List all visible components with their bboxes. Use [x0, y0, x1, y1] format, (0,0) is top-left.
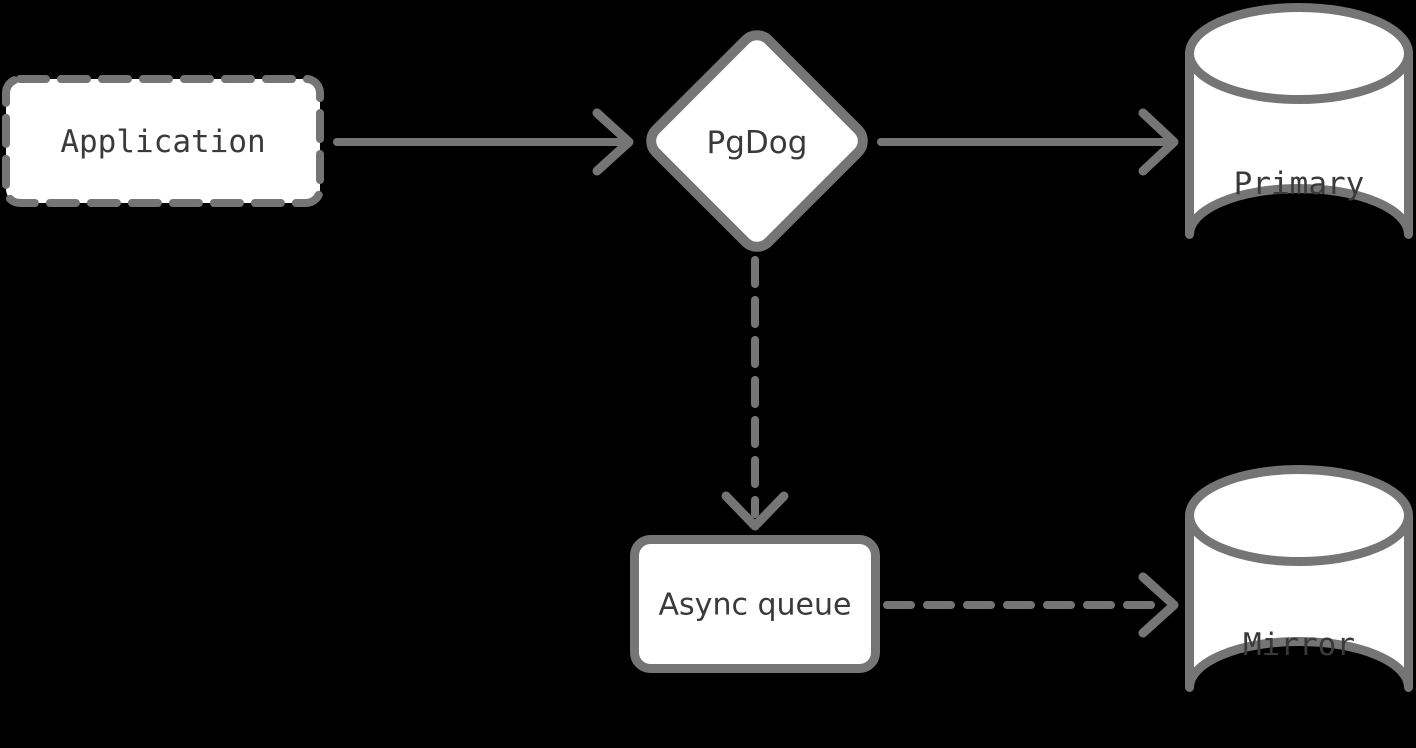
edge-application-to-pgdog [333, 108, 634, 176]
mirror-cylinder [1185, 465, 1413, 692]
arrowhead-icon [1138, 572, 1179, 638]
edge-async-queue-to-mirror [883, 572, 1179, 638]
primary-cylinder [1185, 3, 1413, 239]
arrowhead-icon [1138, 108, 1179, 176]
cylinder-top [1185, 465, 1413, 566]
arrowhead-icon [592, 108, 634, 176]
cylinder-top [1185, 3, 1413, 104]
pgdog-label: PgDog [706, 125, 808, 161]
async-queue-label: Async queue [658, 587, 852, 623]
primary-label: Primary [1233, 166, 1365, 202]
mirror-label: Mirror [1243, 627, 1355, 663]
async-queue-box [630, 535, 880, 673]
edge-pgdog-to-async-queue [721, 256, 789, 531]
edge-pgdog-to-primary [877, 108, 1179, 176]
application-label: Application [60, 124, 266, 160]
pgdog-diamond [646, 30, 868, 252]
arrowhead-icon [721, 491, 789, 531]
cylinder-body [1185, 49, 1413, 239]
application-box [2, 75, 324, 207]
